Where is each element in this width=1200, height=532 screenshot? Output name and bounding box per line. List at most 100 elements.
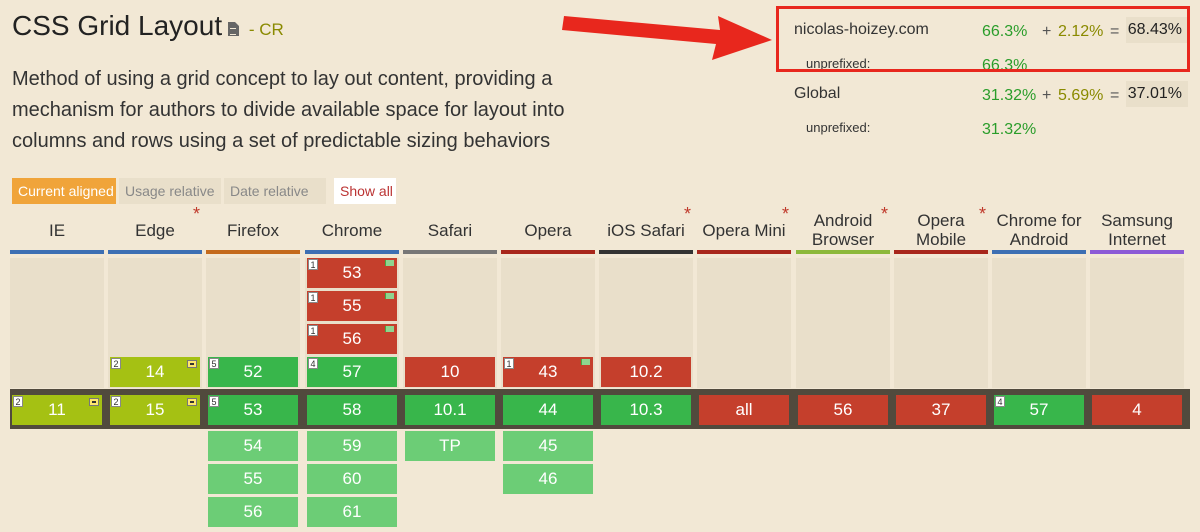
version-cell[interactable]: 43 1 — [503, 357, 593, 387]
browser-column — [697, 258, 791, 388]
version-label: all — [735, 400, 753, 419]
version-label: 57 — [1029, 400, 1049, 419]
current-version-row — [10, 389, 1190, 429]
asterisk-icon: * — [192, 204, 200, 224]
note-badge[interactable]: 1 — [308, 292, 318, 303]
version-label: 52 — [243, 362, 263, 381]
browser-header[interactable]: Opera — [501, 210, 595, 254]
version-label: 15 — [145, 400, 165, 419]
site-partial: 2.12% — [1058, 23, 1104, 40]
show-all-button[interactable]: Show all — [334, 178, 396, 204]
note-badge[interactable]: 2 — [111, 358, 121, 369]
version-cell[interactable]: 55 — [208, 464, 298, 494]
browser-color-line — [501, 250, 595, 254]
version-label: 61 — [342, 502, 362, 521]
version-label: 43 — [538, 362, 558, 381]
version-cell[interactable]: 10.3 — [601, 395, 691, 425]
version-cell[interactable]: 44 — [503, 395, 593, 425]
note-badge[interactable]: 5 — [209, 358, 219, 369]
version-label: 14 — [145, 362, 165, 381]
version-cell[interactable]: 58 — [307, 395, 397, 425]
version-cell[interactable]: 52 5 — [208, 357, 298, 387]
version-cell[interactable]: 56 — [798, 395, 888, 425]
version-cell[interactable]: 56 — [208, 497, 298, 527]
version-cell[interactable]: 14 2 — [110, 357, 200, 387]
version-cell[interactable]: 54 — [208, 431, 298, 461]
version-label: 57 — [342, 362, 362, 381]
browser-header[interactable]: Opera Mini* — [697, 204, 791, 254]
browser-header[interactable]: Edge* — [108, 204, 202, 254]
browser-color-line — [108, 250, 202, 254]
version-cell[interactable]: 53 5 — [208, 395, 298, 425]
version-cell[interactable]: 15 2 — [110, 395, 200, 425]
version-cell[interactable]: 37 — [896, 395, 986, 425]
site-usage-row: nicolas-hoizey.com 66.3% + 2.12% = 68.43… — [780, 14, 1194, 44]
partial-support-icon — [187, 360, 197, 368]
site-total: 68.43% — [1126, 17, 1188, 43]
global-unprefixed-value: 31.32% — [982, 121, 1037, 138]
browser-name: Opera Mobile — [915, 211, 967, 249]
browser-column — [10, 258, 104, 388]
browser-header[interactable]: Samsung Internet — [1090, 210, 1184, 254]
version-label: 56 — [243, 502, 263, 521]
note-badge[interactable]: 2 — [13, 396, 23, 407]
spec-status[interactable]: - CR — [248, 20, 284, 39]
version-label: 10.3 — [629, 400, 663, 419]
tab-usage-relative[interactable]: Usage relative — [119, 178, 221, 204]
document-icon[interactable] — [228, 22, 240, 36]
browser-name: Opera — [524, 220, 572, 240]
equals-sign: = — [1110, 87, 1120, 104]
version-cell[interactable]: all — [699, 395, 789, 425]
version-cell[interactable]: 56 1 — [307, 324, 397, 354]
version-cell[interactable]: 57 4 — [307, 357, 397, 387]
tab-date-relative[interactable]: Date relative — [224, 178, 326, 204]
version-label: 45 — [538, 436, 558, 455]
partial-support-icon — [187, 398, 197, 406]
note-badge[interactable]: 2 — [111, 396, 121, 407]
note-badge[interactable]: 1 — [504, 358, 514, 369]
note-badge[interactable]: 4 — [308, 358, 318, 369]
tab-current-aligned[interactable]: Current aligned — [12, 178, 116, 204]
site-name[interactable]: nicolas-hoizey.com — [794, 21, 929, 38]
version-label: 53 — [243, 400, 263, 419]
version-label: 56 — [342, 329, 362, 348]
description-line: columns and rows using a set of predicta… — [12, 130, 551, 152]
browser-header[interactable]: Safari — [403, 210, 497, 254]
browser-color-line — [599, 250, 693, 254]
note-badge[interactable]: 4 — [995, 396, 1005, 407]
browser-header[interactable]: Chrome for Android — [992, 210, 1086, 254]
asterisk-icon: * — [781, 204, 789, 224]
feature-title: CSS Grid Layout — [12, 10, 223, 41]
version-cell[interactable]: 57 4 — [994, 395, 1084, 425]
version-cell[interactable]: TP — [405, 431, 495, 461]
browser-name: iOS Safari — [607, 220, 685, 240]
browser-header[interactable]: Firefox — [206, 210, 300, 254]
version-cell[interactable]: 61 — [307, 497, 397, 527]
version-cell[interactable]: 10.1 — [405, 395, 495, 425]
version-cell[interactable]: 59 — [307, 431, 397, 461]
version-cell[interactable]: 10 — [405, 357, 495, 387]
global-unprefixed-row: unprefixed: 31.32% — [780, 110, 1194, 140]
version-cell[interactable]: 10.2 — [601, 357, 691, 387]
browser-header[interactable]: iOS Safari* — [599, 204, 693, 254]
global-total: 37.01% — [1126, 81, 1188, 107]
version-cell[interactable]: 46 — [503, 464, 593, 494]
browser-color-line — [1090, 250, 1184, 254]
version-cell[interactable]: 45 — [503, 431, 593, 461]
browser-header[interactable]: Opera Mobile* — [894, 204, 988, 254]
note-badge[interactable]: 1 — [308, 325, 318, 336]
version-label: 10.2 — [629, 362, 663, 381]
version-cell[interactable]: 4 — [1092, 395, 1182, 425]
browser-header[interactable]: Android Browser* — [796, 204, 890, 254]
version-cell[interactable]: 60 — [307, 464, 397, 494]
browser-name: Firefox — [227, 220, 279, 240]
global-name[interactable]: Global — [794, 85, 841, 102]
browser-header[interactable]: Chrome — [305, 210, 399, 254]
note-badge[interactable]: 5 — [209, 396, 219, 407]
note-badge[interactable]: 1 — [308, 259, 318, 270]
browser-header[interactable]: IE — [10, 210, 104, 254]
plus-sign: + — [1042, 23, 1052, 40]
